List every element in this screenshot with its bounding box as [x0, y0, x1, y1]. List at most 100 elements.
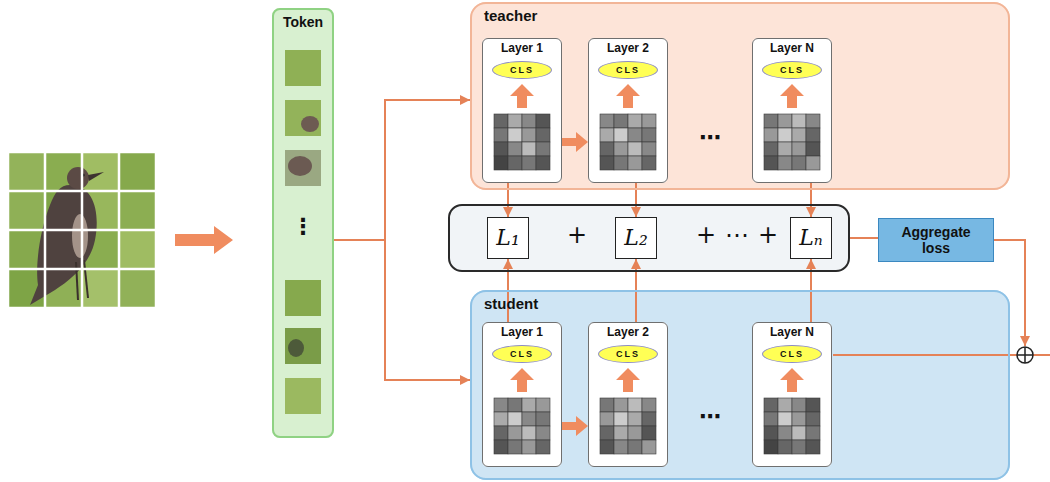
illustration-part: [600, 114, 656, 170]
block-arrow: [562, 138, 576, 146]
loss-term-box-text: L₁: [496, 225, 519, 250]
loss-sum-text: +: [567, 222, 587, 250]
illustration-part: [833, 354, 1017, 356]
cls-token-text: CLS: [510, 65, 534, 75]
student-model-text: student: [484, 295, 538, 312]
illustration-part: [510, 368, 534, 392]
loss-sum: + + ⋯ + L₁ L₂ Lₙ: [448, 204, 850, 272]
loss-term-box-text: Lₙ: [799, 225, 823, 250]
illustration-part: [752, 322, 832, 467]
illustration-part: [119, 191, 156, 230]
cls-token-text: CLS: [780, 65, 804, 75]
layer-box: Layer 2 CLS: [588, 322, 668, 467]
illustration-part: [1033, 354, 1050, 356]
loss-sum-text: ⋯: [725, 222, 749, 250]
loss-sum-text: +: [758, 222, 778, 250]
illustration-part: [8, 152, 156, 308]
illustration-part: [119, 269, 156, 308]
illustration-part: [752, 38, 832, 183]
layer-box: Layer 1 CLS: [482, 38, 562, 183]
layer-box-text: Layer 1: [501, 42, 543, 56]
loss-term-box: L₂: [615, 217, 657, 259]
layer-box: Layer 1 CLS: [482, 322, 562, 467]
illustration-part: [119, 230, 156, 269]
illustration-part: [82, 152, 119, 191]
input-arrow: [175, 226, 233, 254]
illustration-part: [1017, 347, 1033, 363]
student-fill: [470, 290, 1010, 480]
illustration-part: [780, 368, 804, 392]
ellipsis-mark: ⋯: [690, 125, 730, 150]
token-column-text: ⋮: [292, 214, 314, 239]
illustration-part: [84, 260, 88, 298]
illustration-part: [780, 84, 804, 108]
cls-token-text: CLS: [616, 349, 640, 359]
illustration-part: [285, 150, 321, 186]
cls-token-text: CLS: [616, 65, 640, 75]
aggregate-loss: Aggregate loss: [878, 218, 994, 262]
illustration-part: [600, 398, 656, 454]
teacher-fill: [470, 2, 1010, 190]
cls-token-text: CLS: [510, 349, 534, 359]
illustration-part: [510, 84, 534, 108]
layer-box: Layer N CLS: [752, 322, 832, 467]
connector: [850, 237, 878, 239]
token-patches: [285, 50, 321, 414]
illustration-part: [288, 339, 304, 357]
cls-token-text: CLS: [780, 349, 804, 359]
illustration-part: [285, 328, 321, 364]
aggregate-loss-text: Aggregate loss: [890, 224, 982, 256]
teacher-model-text: teacher: [484, 7, 537, 24]
illustration-part: [764, 398, 820, 454]
illustration-part: [88, 172, 104, 181]
illustration-part: [482, 322, 562, 467]
cls-token: CLS: [492, 345, 552, 363]
loss-sum-text: +: [696, 222, 716, 250]
token-column: Token ⋮: [272, 8, 334, 438]
layer-box-text: Layer N: [770, 42, 814, 56]
illustration-part: [588, 38, 668, 183]
illustration-part: [616, 368, 640, 392]
ellipsis-mark: ⋯: [690, 404, 730, 429]
cls-token: CLS: [598, 61, 658, 79]
illustration-part: [285, 50, 321, 86]
cls-token: CLS: [598, 345, 658, 363]
student-model: studentLayer 1 CLS Layer 2 CLS Layer N CLS: [470, 290, 1010, 480]
layer-box-text: Layer 2: [607, 42, 649, 56]
cls-token: CLS: [492, 61, 552, 79]
illustration-part: [588, 322, 668, 467]
illustration-part: [8, 152, 45, 191]
illustration-part: [494, 398, 550, 454]
illustration-part: [72, 214, 88, 258]
token-column-fill: [272, 8, 334, 438]
illustration-part: [8, 191, 45, 230]
token-column-text: Token: [283, 14, 323, 30]
teacher-model: teacherLayer 1 CLS Layer 2 CLS Layer N CLS: [470, 2, 1010, 190]
illustration-part: [301, 116, 319, 132]
illustration-part: [288, 156, 312, 176]
illustration-part: [67, 167, 89, 189]
illustration-part: [119, 152, 156, 191]
illustration-part: [1017, 347, 1033, 363]
layer-box: Layer 2 CLS: [588, 38, 668, 183]
illustration-part: [285, 100, 321, 136]
illustration-part: [285, 378, 321, 414]
bird-image: [8, 152, 156, 308]
layer-box-text: Layer N: [770, 326, 814, 340]
illustration-part: [285, 280, 321, 316]
teacher-layers: [482, 38, 832, 183]
illustration-part: [30, 185, 97, 305]
loss-term-box: L₁: [487, 217, 529, 259]
cls-token: CLS: [762, 345, 822, 363]
student-layers: [482, 322, 832, 467]
loss-term-box-text: L₂: [624, 225, 647, 250]
layer-box-text: Layer 2: [607, 326, 649, 340]
illustration-part: [76, 262, 78, 300]
illustration-part: [764, 114, 820, 170]
layer-box-text: Layer 1: [501, 326, 543, 340]
block-arrow: [562, 422, 576, 430]
illustration-part: [494, 114, 550, 170]
layer-box: Layer N CLS: [752, 38, 832, 183]
cls-token: CLS: [762, 61, 822, 79]
